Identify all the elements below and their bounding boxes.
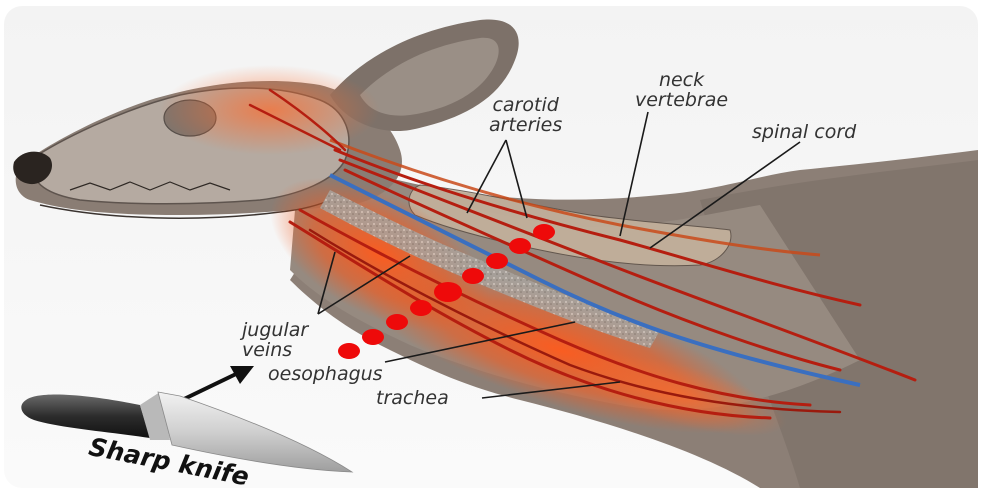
label-spinal-cord: spinal cord — [752, 122, 856, 142]
jugular-text: jugular veins — [242, 320, 308, 360]
cut-dot — [410, 300, 432, 316]
label-carotid-arteries: carotid arteries — [489, 95, 562, 135]
cut-dot — [386, 314, 408, 330]
cut-dot — [338, 343, 360, 359]
cut-dot — [462, 268, 484, 284]
spinal-cord-text: spinal cord — [752, 121, 856, 143]
carotid-text: carotid arteries — [489, 95, 562, 135]
tissue-glow-upper — [160, 65, 380, 155]
label-jugular-veins: jugular veins — [242, 320, 308, 360]
cut-dot — [434, 282, 462, 302]
label-neck-vertebrae: neck vertebrae — [635, 70, 728, 110]
label-oesophagus: oesophagus — [268, 364, 383, 384]
cut-dot — [486, 253, 508, 269]
trachea-text: trachea — [376, 387, 449, 409]
cut-dot — [362, 329, 384, 345]
oesophagus-text: oesophagus — [268, 363, 383, 385]
cut-dot — [533, 224, 555, 240]
neck-vertebrae-text: neck vertebrae — [635, 70, 728, 110]
cut-dot — [509, 238, 531, 254]
label-trachea: trachea — [376, 388, 449, 408]
